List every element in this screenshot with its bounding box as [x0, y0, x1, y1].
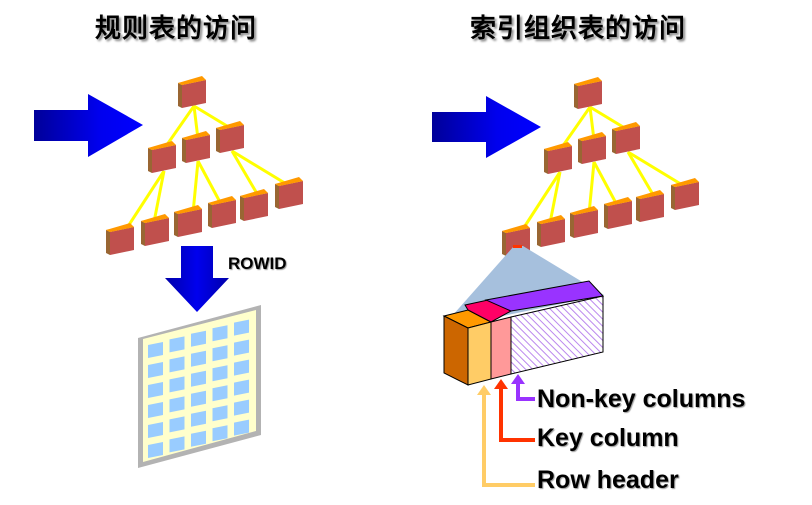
nonkey-columns-segment	[510, 295, 604, 375]
right-link	[588, 106, 596, 141]
left-tree-links	[123, 104, 289, 232]
table-cell	[148, 422, 163, 438]
table-cell	[191, 330, 206, 347]
table-cell	[234, 339, 249, 356]
table-cell	[234, 319, 249, 336]
right-title: 索引组织表的访问	[470, 14, 687, 44]
table-cell	[191, 370, 206, 387]
left-branch-block	[216, 121, 244, 153]
right-link	[626, 151, 657, 199]
right-branch-block	[544, 142, 572, 174]
nonkey-columns-label: Non-key columns	[537, 385, 746, 413]
right-leaf-block	[604, 197, 632, 229]
rowid-arrow	[165, 246, 229, 312]
row-header-label: Row header	[537, 466, 679, 494]
entry-arrow-left	[34, 94, 143, 157]
right-link	[627, 150, 685, 188]
table-icon	[138, 305, 261, 468]
right-tree-links	[519, 105, 685, 233]
table-cell	[212, 385, 228, 402]
left-leaf-block	[208, 196, 236, 228]
right-root-block	[574, 77, 602, 109]
right-leaf-block	[636, 190, 664, 222]
nonkey-callout-arrow	[511, 374, 535, 401]
table-cell	[169, 416, 185, 433]
table-cell	[234, 419, 249, 436]
left-link	[193, 104, 233, 131]
table-cell	[148, 442, 163, 458]
table-cell	[234, 399, 249, 416]
left-link	[230, 150, 261, 198]
right-branch-block	[578, 132, 606, 164]
left-link	[152, 170, 166, 223]
table-cell	[212, 405, 228, 422]
table-cell	[148, 402, 163, 418]
left-leaf-block	[275, 177, 303, 209]
table-cell	[169, 356, 185, 373]
table-cell	[169, 376, 185, 393]
table-grid-cells	[148, 319, 249, 458]
left-link	[191, 160, 200, 214]
expanded-row	[442, 280, 605, 386]
table-cell	[191, 410, 206, 427]
table-cell	[191, 430, 206, 447]
left-link	[231, 149, 289, 187]
table-cell	[212, 365, 228, 382]
row-box-side	[443, 315, 469, 386]
right-link	[592, 161, 619, 206]
left-tree-blocks	[106, 76, 303, 255]
table-cell	[148, 362, 163, 378]
left-branch-block	[182, 131, 210, 163]
left-link	[123, 170, 166, 232]
left-leaf-block	[106, 223, 134, 255]
left-title: 规则表的访问	[95, 14, 258, 44]
table-cell	[212, 345, 228, 362]
key-column-segment	[490, 316, 512, 380]
right-link	[587, 161, 596, 215]
left-leaf-block	[141, 214, 169, 246]
table-cell	[169, 396, 185, 413]
left-root-block	[178, 76, 206, 108]
left-branch-block	[148, 141, 176, 173]
entry-arrow-right	[432, 96, 541, 158]
table-cell	[212, 325, 228, 342]
row-header-callout-arrow	[477, 385, 535, 487]
right-leaf-block	[671, 178, 699, 210]
left-link	[162, 105, 196, 150]
left-link	[192, 105, 200, 140]
right-link	[548, 171, 562, 224]
right-branch-block	[612, 122, 640, 154]
right-link	[558, 106, 592, 151]
right-link	[519, 171, 562, 233]
table-cell	[169, 336, 185, 353]
key-callout-arrow	[494, 379, 535, 442]
row-header-segment	[467, 321, 492, 386]
key-column-label: Key column	[537, 424, 679, 452]
table-cell	[148, 382, 163, 398]
table-cell	[191, 390, 206, 407]
left-leaf-block	[174, 205, 202, 237]
table-cell	[148, 342, 163, 358]
right-tree-blocks	[502, 77, 699, 256]
rowid-label: ROWID	[228, 254, 287, 273]
table-cell	[212, 425, 228, 442]
right-leaf-block	[570, 206, 598, 238]
right-leaf-block	[537, 215, 565, 247]
left-link	[196, 160, 223, 205]
left-leaf-block	[240, 189, 268, 221]
table-cell	[169, 436, 185, 453]
table-cell	[234, 359, 249, 376]
right-link	[589, 105, 629, 132]
table-cell	[191, 350, 206, 367]
table-cell	[234, 379, 249, 396]
